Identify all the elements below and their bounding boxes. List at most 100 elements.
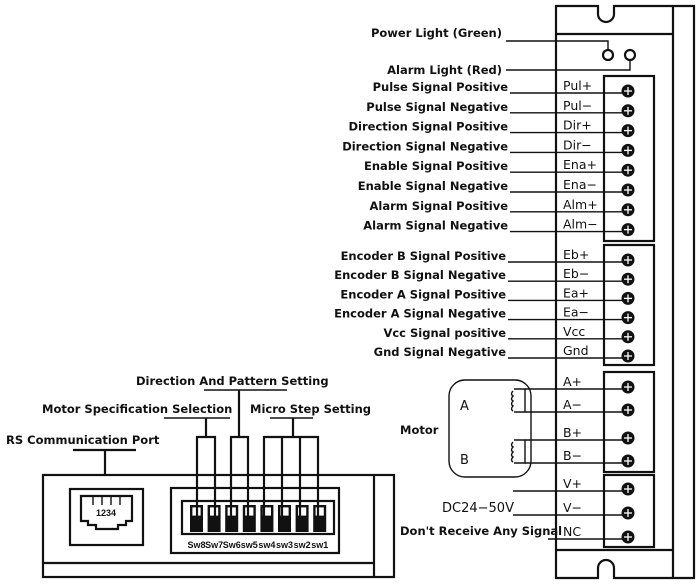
terminal-screw-icon	[621, 163, 635, 177]
control-terminal-block	[602, 74, 656, 243]
signal-label: Enable Signal Positive	[364, 159, 508, 173]
signal-label: Encoder A Signal Negative	[334, 307, 506, 321]
signal-label: Direction Signal Negative	[342, 139, 508, 153]
rs-communication-port: 1234	[68, 487, 145, 547]
terminal-name: V−	[563, 500, 582, 515]
terminal-name: Alm+	[563, 197, 598, 212]
terminal-screw-icon	[621, 104, 635, 118]
motor-terminal-row: A−	[525, 397, 635, 417]
terminal-screw-icon	[621, 143, 635, 157]
signal-label: Encoder B Signal Negative	[334, 268, 506, 282]
dip-switch-label: sw3	[276, 540, 293, 550]
alarm-light-label: Alarm Light (Red)	[387, 63, 502, 77]
terminal-name: Ena−	[563, 177, 597, 192]
signal-label: Alarm Signal Positive	[370, 199, 509, 213]
motor-terminal-row: B−	[525, 448, 635, 468]
alarm-light-indicator	[623, 48, 637, 62]
terminal-name: A+	[563, 374, 582, 389]
terminal-name: Ea−	[563, 305, 589, 320]
dip-switch[interactable]: sw5	[241, 505, 258, 550]
signal-label: Direction Signal Positive	[348, 120, 508, 134]
terminal-name: A−	[563, 397, 582, 412]
terminal-screw-icon	[621, 253, 635, 267]
terminal-name: Pul+	[563, 78, 592, 93]
terminal-screw-icon	[621, 311, 635, 325]
dc-voltage-label: DC24−50V	[442, 501, 514, 516]
terminal-name: Pul−	[563, 98, 592, 113]
encoder-terminal-row: Ea− Encoder A Signal Negative	[334, 305, 635, 325]
dip-switch-label: Sw7	[205, 540, 223, 550]
control-terminal-row: Dir+Direction Signal Positive	[348, 118, 635, 138]
encoder-terminal-row: Eb+Encoder B Signal Positive	[341, 247, 635, 267]
direction-pattern-label: Direction And Pattern Setting	[136, 374, 329, 388]
terminal-name: B+	[563, 425, 582, 440]
motor-symbol: A B	[448, 379, 532, 478]
dip-switch[interactable]: sw2	[294, 505, 311, 550]
terminal-name: Ena+	[563, 157, 597, 172]
motor-phase-b-label: B	[460, 453, 469, 468]
terminal-screw-icon	[621, 183, 635, 197]
dip-switch[interactable]: sw4	[258, 505, 275, 550]
dip-switch-block	[169, 486, 341, 555]
signal-label: Enable Signal Negative	[358, 179, 508, 193]
power-light-indicator	[601, 48, 615, 62]
signal-label: Encoder B Signal Positive	[341, 249, 507, 263]
power-terminal-block	[602, 473, 656, 549]
terminal-name: NC	[563, 524, 581, 539]
terminal-screw-icon	[621, 223, 635, 237]
control-terminal-row: Ena− Enable Signal Negative	[358, 177, 635, 197]
encoder-terminal-row: Ea+ Encoder A Signal Positive	[340, 285, 635, 305]
micro-step-label: Micro Step Setting	[250, 402, 371, 416]
encoder-terminal-block	[602, 243, 656, 367]
driver-front-body	[554, 4, 696, 580]
control-terminal-row: Alm− Alarm Signal Negative	[363, 217, 635, 237]
terminal-screw-icon	[621, 272, 635, 286]
power-light-label: Power Light (Green)	[371, 26, 502, 40]
control-terminal-row: Pul+ Pulse Signal Positive	[373, 78, 635, 98]
motor-terminal-row: A+	[525, 374, 635, 394]
motor-terminal-row: B+	[525, 425, 635, 445]
power-terminal-row: V+	[513, 476, 635, 496]
terminal-screw-icon	[621, 482, 635, 496]
signal-label: Pulse Signal Positive	[373, 80, 509, 94]
terminal-name: Eb−	[563, 266, 589, 281]
signal-label: Alarm Signal Negative	[363, 219, 508, 233]
signal-label: Vcc Signal positive	[383, 326, 506, 340]
terminal-screw-icon	[621, 349, 635, 363]
dip-switch-label: sw5	[241, 540, 258, 550]
signal-label: Pulse Signal Negative	[366, 100, 508, 114]
terminal-screw-icon	[621, 330, 635, 344]
signal-label: Encoder A Signal Positive	[340, 287, 506, 301]
motor-terminal-block	[602, 370, 656, 474]
rs-port-label: RS Communication Port	[6, 433, 160, 447]
dip-switch-label: Sw8	[187, 540, 205, 550]
power-terminal-row: NC	[548, 524, 635, 544]
terminal-name: Dir−	[563, 137, 592, 152]
driver-side-body	[41, 473, 396, 579]
terminal-screw-icon	[621, 403, 635, 417]
dip-switch-label: sw1	[311, 540, 328, 550]
terminal-screw-icon	[621, 431, 635, 445]
encoder-terminal-row: Eb− Encoder B Signal Negative	[334, 266, 635, 286]
terminal-screw-icon	[621, 530, 635, 544]
terminal-screw-icon	[621, 291, 635, 305]
terminal-name: B−	[563, 448, 582, 463]
signal-label: Gnd Signal Negative	[374, 345, 507, 359]
dip-switch[interactable]: sw1	[311, 505, 328, 550]
terminal-name: Ea+	[563, 285, 589, 300]
dip-switch-label: sw4	[258, 540, 275, 550]
nc-label: Don't Receive Any Signal	[400, 524, 562, 538]
dip-switch[interactable]: sw3	[276, 505, 293, 550]
motor-label: Motor	[400, 423, 439, 437]
control-terminal-row: Pul− Pulse Signal Negative	[366, 98, 635, 118]
terminal-name: Alm−	[563, 217, 598, 232]
power-terminal-row: V−	[513, 500, 635, 520]
terminal-screw-icon	[621, 84, 635, 98]
control-terminal-row: Dir− Direction Signal Negative	[342, 137, 635, 157]
terminal-screw-icon	[621, 203, 635, 217]
motor-phase-a-label: A	[460, 399, 469, 414]
terminal-screw-icon	[621, 380, 635, 394]
